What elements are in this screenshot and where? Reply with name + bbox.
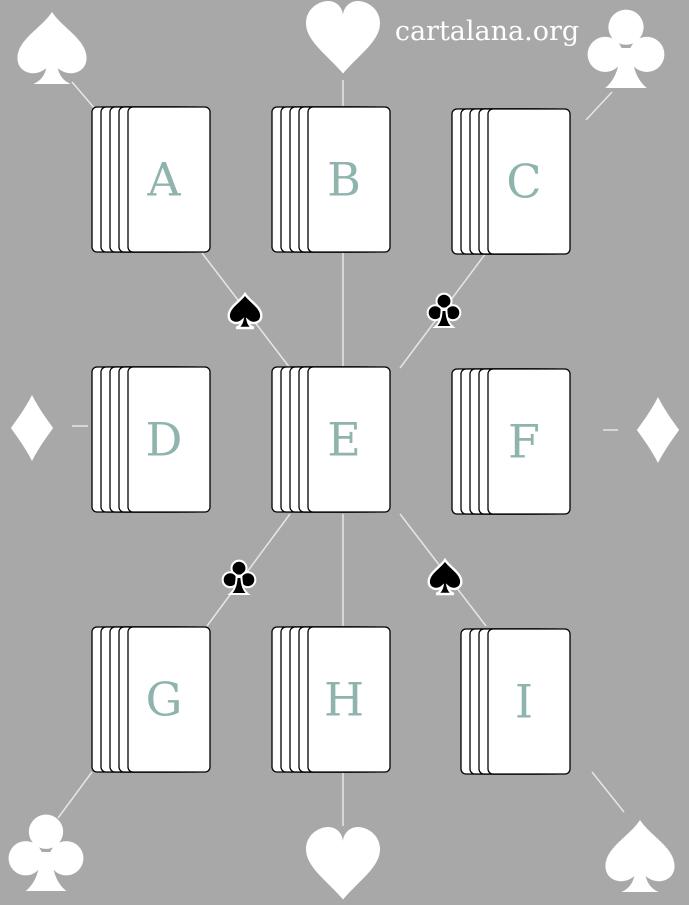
card (127, 366, 211, 513)
card (487, 628, 571, 775)
club-icon (587, 9, 665, 88)
pile-label: C (506, 155, 541, 209)
card (487, 368, 571, 515)
spade-icon (605, 820, 675, 892)
diamond-icon (636, 397, 680, 463)
pile-label: F (508, 415, 540, 469)
pile-label: I (515, 675, 533, 729)
suit-markers (8, 0, 680, 900)
pile-c[interactable]: C (451, 108, 571, 255)
connector-line (591, 771, 625, 813)
club-icon (8, 814, 84, 891)
card (307, 626, 391, 773)
card (127, 626, 211, 773)
pile-g[interactable]: G (91, 626, 211, 773)
heart-icon (306, 827, 380, 900)
connector-line (206, 513, 291, 627)
diamond-icon (10, 395, 54, 461)
connector-line (585, 91, 613, 121)
pile-e[interactable]: E (271, 366, 391, 513)
site-label: cartalana.org (395, 16, 579, 47)
card (307, 366, 391, 513)
club-icon (426, 292, 462, 329)
pile-f[interactable]: F (451, 368, 571, 515)
card (307, 106, 391, 253)
card (487, 108, 571, 255)
club-icon (221, 559, 257, 596)
connector-line (71, 81, 97, 111)
connector-line (57, 771, 93, 819)
pile-label: G (146, 673, 183, 727)
pile-label: B (327, 153, 361, 207)
pile-label: A (146, 153, 181, 207)
pile-d[interactable]: D (91, 366, 211, 513)
pile-label: E (327, 413, 361, 467)
pile-label: D (146, 413, 183, 467)
pile-h[interactable]: H (271, 626, 391, 773)
pile-label: H (324, 673, 364, 727)
pile-i[interactable]: I (460, 628, 571, 775)
card-piles: A B C D E F G H I (91, 106, 571, 775)
spade-icon (227, 291, 263, 330)
pile-b[interactable]: B (271, 106, 391, 253)
spade-icon (427, 557, 463, 596)
pile-a[interactable]: A (91, 106, 211, 253)
spade-icon (17, 12, 87, 85)
heart-icon (306, 0, 380, 74)
card (127, 106, 211, 253)
